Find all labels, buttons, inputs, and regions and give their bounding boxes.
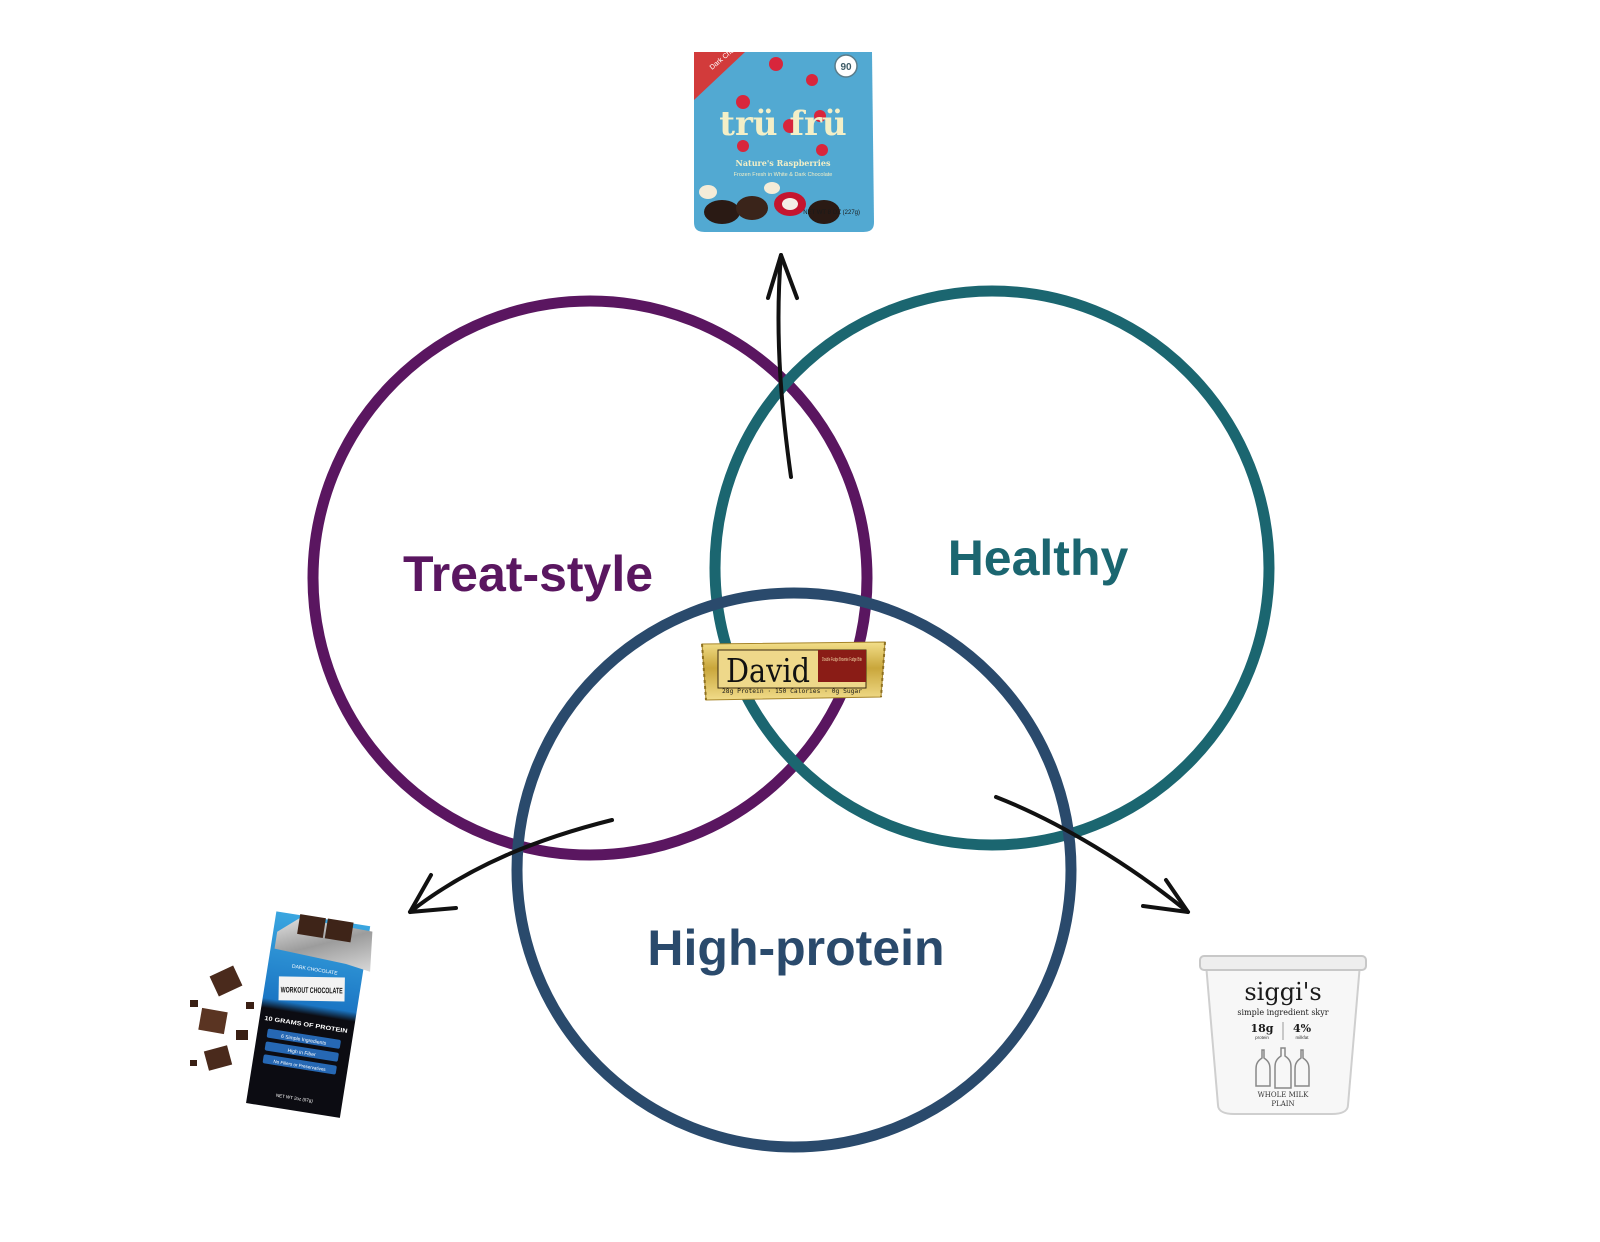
siggis-brand: siggi's xyxy=(1244,978,1321,1006)
healthy-label: Healthy xyxy=(948,530,1129,586)
workout-name: WORKOUT CHOCOLATE xyxy=(281,985,344,995)
high-protein-label: High-protein xyxy=(647,920,944,976)
siggis-protein-label: protein xyxy=(1255,1035,1269,1040)
siggis-variety: WHOLE MILK xyxy=(1258,1091,1310,1099)
workout-netwt: NET WT 2oz (57g) xyxy=(276,1093,314,1104)
treat-style-label: Treat-style xyxy=(403,546,653,602)
high-protein-circle xyxy=(511,587,1077,1153)
arrow-up-to-trufru xyxy=(776,253,793,479)
trufru-badge-text: 90 xyxy=(840,62,852,73)
healthy-circle xyxy=(709,285,1275,851)
workout-chocolate-image: DARK CHOCOLATE WORKOUT CHOCOLATE 10 GRAM… xyxy=(190,911,373,1118)
arrow-head-left xyxy=(408,873,458,914)
siggis-flavor: PLAIN xyxy=(1271,1100,1294,1108)
arrow-right-to-siggis xyxy=(994,795,1190,914)
siggis-fat: 4% xyxy=(1293,1022,1312,1035)
trufru-brand: trü frü xyxy=(719,104,846,144)
arrow-head-right xyxy=(1141,878,1190,914)
david-stats: 28g Protein · 150 Calories · 0g Sugar xyxy=(722,688,862,695)
trufru-product-image: Dark Chocolate 90 trü frü Nature's Raspb… xyxy=(694,35,874,232)
trufru-netwt: NET WT 8 OZ (227g) xyxy=(803,210,860,216)
siggis-sub: simple ingredient skyr xyxy=(1237,1008,1328,1017)
trufru-tagline: Frozen Fresh in White & Dark Chocolate xyxy=(734,172,833,178)
siggis-fat-label: milkfat xyxy=(1295,1035,1309,1040)
david-brand: David xyxy=(726,651,810,690)
trufru-subtitle: Nature's Raspberries xyxy=(736,158,831,168)
siggis-yogurt-image: siggi's simple ingredient skyr 18g prote… xyxy=(1199,955,1367,1115)
treat-style-circle xyxy=(307,295,873,861)
milk-bottles-icon xyxy=(1255,1047,1310,1089)
david-flavor: Double Fudge Brownie Fudge Bite xyxy=(822,657,862,663)
siggis-protein: 18g xyxy=(1251,1022,1274,1035)
arrows xyxy=(408,253,1190,914)
david-bar-image: David Double Fudge Brownie Fudge Bite 28… xyxy=(701,641,886,701)
arrow-head-up xyxy=(766,253,799,300)
trufru-badge xyxy=(834,54,858,78)
arrow-left-to-workout xyxy=(408,818,614,914)
workout-bullet-2: High in Fiber xyxy=(287,1048,316,1058)
